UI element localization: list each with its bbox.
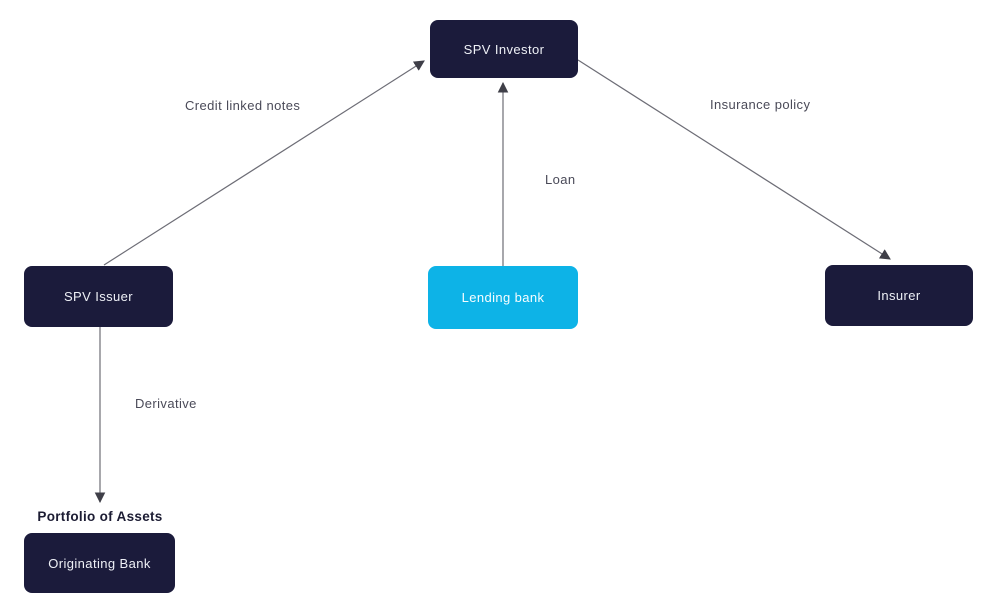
node-spv-investor-label: SPV Investor — [463, 41, 545, 57]
node-originating-bank-label: Originating Bank — [48, 555, 151, 571]
edge-insurance-policy — [577, 59, 891, 260]
edge-label-insurance-policy: Insurance policy — [710, 97, 811, 112]
node-originating-bank[interactable]: Originating Bank — [24, 533, 175, 593]
node-spv-investor[interactable]: SPV Investor — [430, 20, 578, 78]
annotation-portfolio-of-assets: Portfolio of Assets — [37, 509, 163, 524]
edge-credit-linked-notes — [103, 60, 425, 266]
node-insurer[interactable]: Insurer — [825, 265, 973, 326]
edge-label-loan: Loan — [545, 172, 576, 187]
node-insurer-label: Insurer — [877, 288, 921, 303]
edge-label-credit-linked-notes: Credit linked notes — [185, 98, 301, 113]
node-lending-bank[interactable]: Lending bank — [428, 266, 578, 329]
node-spv-issuer[interactable]: SPV Issuer — [24, 266, 173, 327]
edge-label-derivative: Derivative — [135, 396, 197, 411]
node-spv-issuer-label: SPV Issuer — [63, 289, 134, 304]
node-lending-bank-label: Lending bank — [461, 290, 545, 305]
